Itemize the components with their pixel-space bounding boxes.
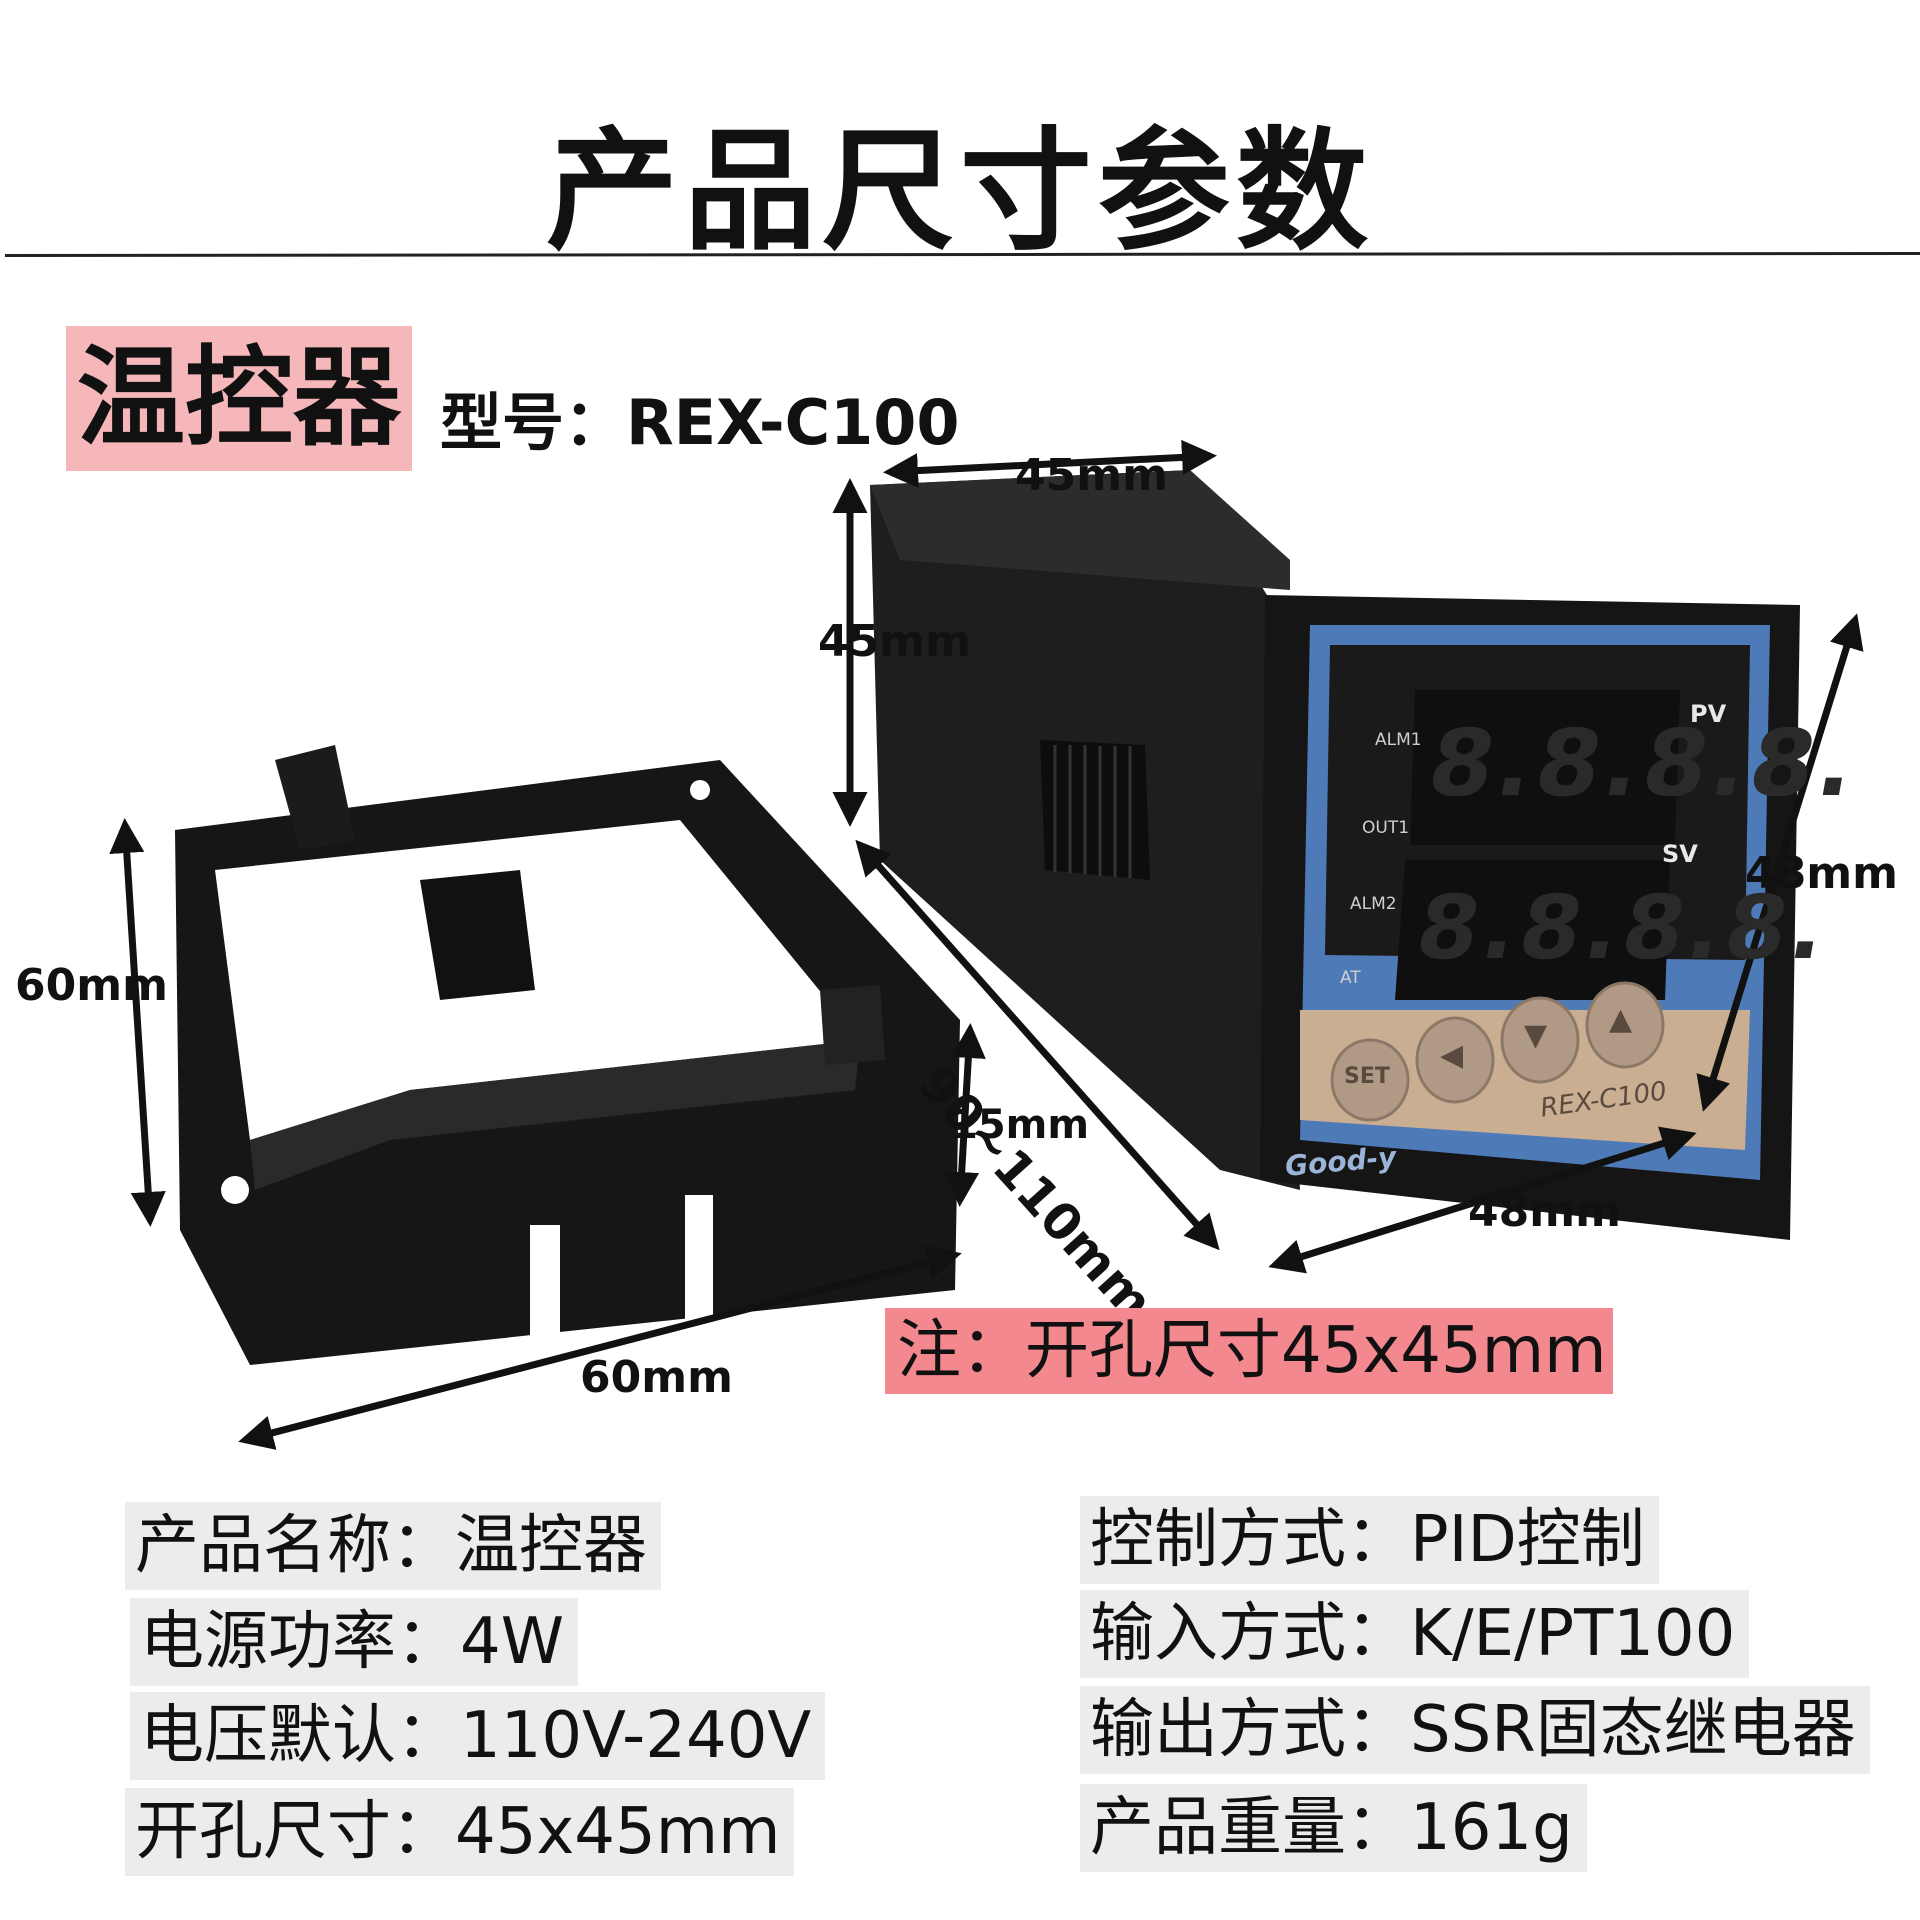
pv-label: PV [1690, 700, 1727, 728]
spec-cutout: 开孔尺寸：45x45mm [125, 1788, 795, 1876]
spec-weight: 产品重量：161g [1080, 1784, 1587, 1872]
spec-control-mode: 控制方式：PID控制 [1080, 1496, 1659, 1584]
dim-side-height: 45mm [818, 616, 971, 667]
down-button-icon: ▼ [1524, 1018, 1548, 1053]
cutout-note: 注：开孔尺寸45x45mm [897, 1314, 1607, 1388]
dim-bracket-height: 60mm [15, 960, 168, 1011]
dim-bracket-width: 60mm [580, 1352, 733, 1403]
sv-label: SV [1662, 840, 1698, 868]
spec-voltage: 电压默认：110V-240V [130, 1692, 826, 1780]
indicator-alm2: ALM2 [1350, 894, 1397, 914]
front-panel [1300, 625, 1770, 1180]
dim-top-width: 45mm [1015, 450, 1168, 501]
up-button-icon: ▲ [1609, 1002, 1633, 1037]
cutout-note-bg [885, 1308, 1613, 1394]
indicator-at: AT [1340, 968, 1361, 988]
dim-bracket-depth: 15mm [950, 1102, 1090, 1148]
indicator-out1: OUT1 [1362, 818, 1410, 838]
set-button-label: SET [1344, 1064, 1390, 1089]
page-title: 产品尺寸参数 [546, 115, 1374, 269]
indicator-alm1: ALM1 [1375, 730, 1422, 750]
spec-output-mode: 输出方式：SSR固态继电器 [1080, 1686, 1870, 1774]
spec-power: 电源功率：4W [130, 1598, 578, 1686]
product-badge [66, 326, 412, 471]
mounting-bracket [175, 745, 960, 1365]
shift-button-icon: ◀ [1440, 1038, 1464, 1073]
product-badge-label: 温控器 [76, 336, 401, 461]
model-label: 型号：REX-C100 [440, 386, 960, 459]
pv-display: 8.8.8.8. [1420, 710, 1868, 817]
dimension-arrows [109, 439, 1864, 1450]
spec-product-name: 产品名称：温控器 [125, 1502, 661, 1590]
dim-front-height: 48mm [1745, 848, 1898, 899]
dim-front-width: 48mm [1468, 1186, 1621, 1237]
spec-input-mode: 输入方式：K/E/PT100 [1080, 1590, 1750, 1678]
